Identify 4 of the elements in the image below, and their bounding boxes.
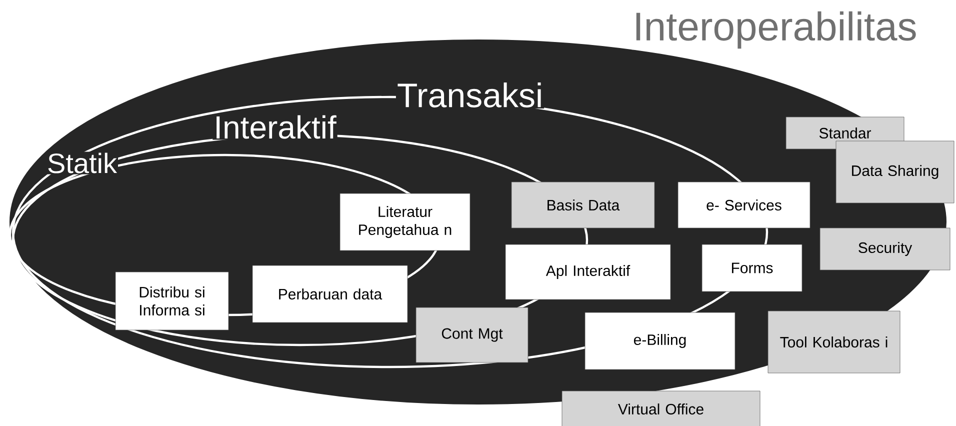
- text-box: Virtual Office: [562, 390, 760, 426]
- node-label: Interaktif: [216, 115, 336, 139]
- text-box: Data Sharing: [836, 140, 954, 204]
- text-box: Tool Kolaboras i: [768, 310, 900, 374]
